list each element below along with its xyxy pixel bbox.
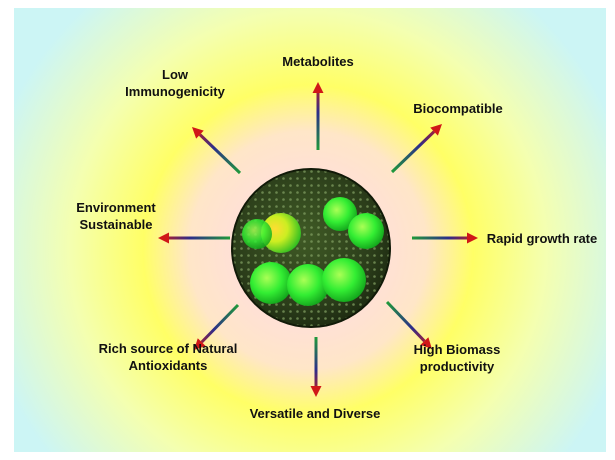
label-versatile-and-diverse: Versatile and Diverse: [250, 406, 381, 421]
label-line: Metabolites: [282, 54, 354, 69]
label-biocompatible: Biocompatible: [413, 101, 503, 116]
label-line: Low: [162, 67, 189, 82]
label-line: Versatile and Diverse: [250, 406, 381, 421]
label-line: Antioxidants: [129, 358, 208, 373]
label-line: Biocompatible: [413, 101, 503, 116]
label-line: Rapid growth rate: [487, 231, 598, 246]
label-line: Environment: [76, 200, 156, 215]
label-rapid-growth-rate: Rapid growth rate: [487, 231, 598, 246]
label-line: Rich source of Natural: [99, 341, 238, 356]
label-line: Immunogenicity: [125, 84, 225, 99]
label-line: productivity: [420, 359, 495, 374]
algae-cell-icon: [230, 168, 392, 328]
label-metabolites: Metabolites: [282, 54, 354, 69]
label-line: Sustainable: [80, 217, 153, 232]
label-line: High Biomass: [414, 342, 501, 357]
